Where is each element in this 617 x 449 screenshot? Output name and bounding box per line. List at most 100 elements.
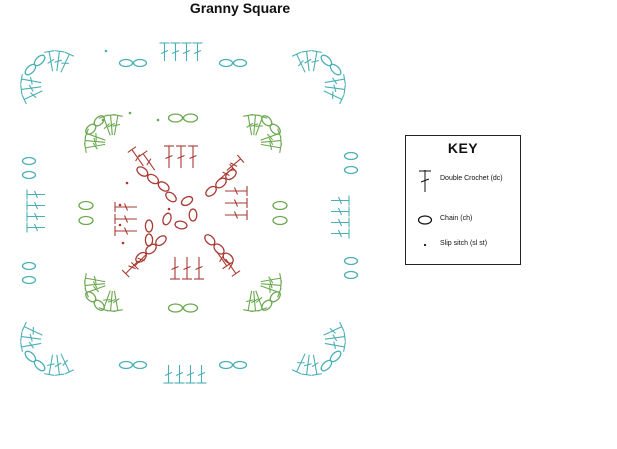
double-crochet-symbol bbox=[159, 42, 170, 61]
double-crochet-symbol bbox=[218, 163, 237, 181]
key-row-chain: Chain (ch) bbox=[406, 211, 520, 233]
chain-symbol bbox=[215, 177, 227, 189]
chain-symbol bbox=[269, 123, 281, 135]
double-crochet-symbol bbox=[324, 84, 346, 95]
double-crochet-symbol bbox=[170, 257, 180, 280]
chain-symbol bbox=[78, 215, 94, 226]
double-crochet-symbol bbox=[301, 354, 312, 376]
double-crochet-symbol bbox=[192, 42, 203, 61]
double-crochet-symbol bbox=[226, 154, 245, 171]
double-crochet-symbol bbox=[163, 365, 174, 384]
slip-stitch-symbol bbox=[125, 181, 129, 185]
round-2 bbox=[78, 111, 288, 313]
chain-symbol bbox=[188, 208, 198, 222]
chain-symbol bbox=[144, 219, 154, 233]
double-crochet-symbol bbox=[331, 228, 350, 239]
slip-stitch-symbol bbox=[101, 118, 105, 122]
slip-stitch-symbol bbox=[121, 241, 125, 245]
key-label-chain: Chain (ch) bbox=[440, 215, 473, 222]
double-crochet-symbol bbox=[260, 135, 282, 146]
chain-symbol bbox=[144, 233, 154, 247]
double-crochet-symbol bbox=[225, 210, 248, 220]
chain-symbol bbox=[132, 360, 148, 370]
double-crochet-symbol bbox=[260, 273, 282, 284]
chain-symbol bbox=[155, 235, 167, 247]
chain-symbol bbox=[157, 181, 170, 192]
chain-symbol bbox=[320, 359, 333, 372]
chain-symbol bbox=[21, 275, 37, 285]
double-crochet-symbol bbox=[196, 365, 207, 384]
double-crochet-symbol bbox=[112, 114, 123, 136]
key-label-slip-stitch: Slip sitch (sl st) bbox=[440, 240, 488, 247]
chain-symbol bbox=[272, 200, 288, 211]
double-crochet-symbol bbox=[331, 206, 350, 217]
round-1 bbox=[114, 145, 248, 280]
chain-symbol bbox=[24, 350, 37, 363]
chain-symbol bbox=[162, 212, 172, 226]
double-crochet-symbol bbox=[54, 50, 65, 72]
double-crochet-symbol bbox=[26, 189, 45, 200]
double-crochet-symbol bbox=[324, 331, 346, 342]
double-crochet-symbol bbox=[127, 146, 144, 167]
chain-icon bbox=[417, 215, 433, 225]
chain-symbol bbox=[21, 261, 37, 271]
double-crochet-symbol bbox=[225, 198, 248, 208]
double-crochet-symbol bbox=[331, 217, 350, 228]
chain-symbol bbox=[182, 113, 199, 123]
chain-symbol bbox=[180, 195, 194, 207]
chain-symbol bbox=[182, 303, 199, 313]
double-crochet-symbol bbox=[114, 214, 137, 224]
double-crochet-symbol bbox=[176, 145, 186, 168]
chain-symbol bbox=[33, 54, 46, 67]
chain-symbol bbox=[21, 156, 37, 166]
round-3 bbox=[20, 42, 359, 384]
chain-symbol bbox=[174, 220, 188, 230]
double-crochet-icon bbox=[419, 170, 431, 192]
double-crochet-symbol bbox=[26, 211, 45, 222]
double-crochet-symbol bbox=[291, 353, 306, 375]
double-crochet-symbol bbox=[44, 354, 55, 376]
double-crochet-symbol bbox=[121, 260, 139, 278]
double-crochet-symbol bbox=[324, 74, 346, 85]
chain-symbol bbox=[218, 360, 234, 370]
chain-symbol bbox=[329, 63, 342, 76]
chain-symbol bbox=[343, 165, 359, 175]
double-crochet-symbol bbox=[170, 42, 181, 61]
chain-symbol bbox=[136, 166, 149, 177]
slip-stitch-symbol bbox=[118, 223, 122, 227]
chain-symbol bbox=[85, 291, 97, 303]
double-crochet-symbol bbox=[185, 365, 196, 384]
slip-stitch-symbol bbox=[104, 49, 108, 53]
double-crochet-symbol bbox=[243, 290, 254, 312]
chain-symbol bbox=[343, 270, 359, 280]
double-crochet-symbol bbox=[20, 341, 42, 352]
double-crochet-symbol bbox=[324, 341, 346, 352]
key-title: KEY bbox=[447, 140, 479, 156]
chain-symbol bbox=[232, 58, 248, 68]
double-crochet-symbol bbox=[84, 273, 106, 284]
granny-square-diagram bbox=[20, 42, 359, 384]
chain-symbol bbox=[232, 360, 248, 370]
double-crochet-symbol bbox=[114, 202, 137, 212]
chain-symbol bbox=[93, 115, 105, 127]
double-crochet-symbol bbox=[105, 114, 116, 136]
chain-symbol bbox=[272, 215, 288, 226]
double-crochet-symbol bbox=[194, 257, 204, 280]
double-crochet-symbol bbox=[44, 50, 55, 72]
chain-symbol bbox=[132, 58, 148, 68]
chain-symbol bbox=[343, 151, 359, 161]
slip-stitch-symbol bbox=[167, 207, 171, 211]
double-crochet-symbol bbox=[250, 290, 261, 312]
double-crochet-symbol bbox=[54, 354, 65, 376]
double-crochet-symbol bbox=[84, 135, 106, 146]
key-label-double-crochet: Double Crochet (dc) bbox=[440, 175, 503, 182]
double-crochet-symbol bbox=[138, 150, 156, 171]
double-crochet-symbol bbox=[20, 74, 42, 85]
chain-symbol bbox=[205, 185, 217, 197]
chain-symbol bbox=[78, 200, 94, 211]
double-crochet-symbol bbox=[250, 114, 261, 136]
double-crochet-symbol bbox=[105, 290, 116, 312]
double-crochet-symbol bbox=[260, 280, 282, 291]
key-row-double-crochet: Double Crochet (dc) bbox=[406, 170, 520, 192]
double-crochet-symbol bbox=[243, 114, 254, 136]
